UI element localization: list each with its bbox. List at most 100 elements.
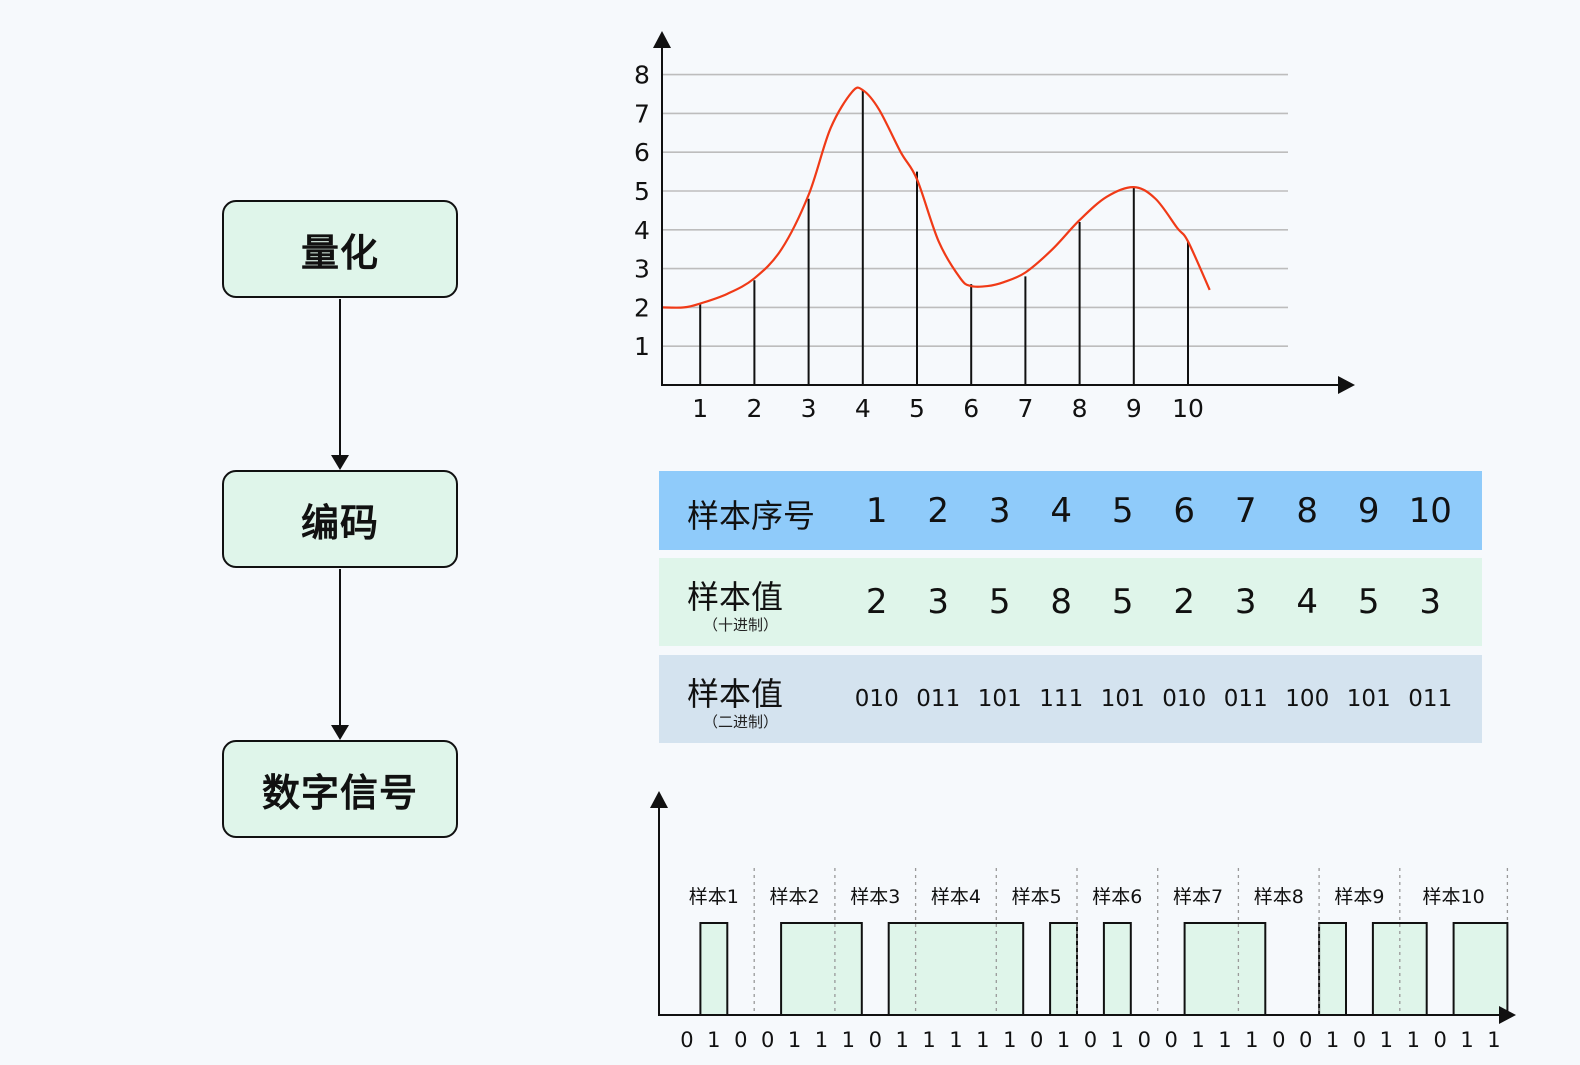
- flow-step-encode: 编码: [222, 470, 458, 568]
- sample-group-label: 样本6: [1092, 886, 1142, 908]
- flow-step-label: 量化: [300, 230, 379, 275]
- flow-arrowhead-1: [331, 455, 349, 470]
- sample-group-dividers: [753, 868, 1509, 1015]
- table-row-sample-index: 样本序号 1 2 3 4 5 6 7 8 9 10: [659, 471, 1482, 550]
- chart-x-axis-arrowhead: [1338, 376, 1355, 394]
- y-tick-label: 4: [634, 216, 650, 245]
- sample-group-label: 样本1: [689, 886, 739, 908]
- x-tick-label: 10: [1172, 394, 1204, 423]
- y-tick-label: 3: [634, 255, 650, 284]
- signal-pulse-high: [1452, 922, 1509, 1016]
- bit-label: 1: [707, 1028, 720, 1052]
- x-tick-label: 7: [1017, 394, 1033, 423]
- bit-label: 1: [1407, 1028, 1420, 1052]
- flow-step-label: 编码: [300, 500, 379, 545]
- signal-pulse-high: [887, 922, 1025, 1016]
- row-subheader: （十进制）: [703, 616, 779, 634]
- bit-label: 1: [949, 1028, 962, 1052]
- y-tick-label: 2: [634, 293, 650, 322]
- sample-group-label: 样本2: [770, 886, 820, 908]
- y-tick-label: 5: [634, 177, 650, 206]
- x-tick-label: 1: [692, 394, 708, 423]
- x-tick-label: 9: [1126, 394, 1142, 423]
- table-cell: 10: [1408, 490, 1452, 531]
- sample-group-label: 样本9: [1334, 886, 1384, 908]
- y-tick-label: 1: [634, 332, 650, 361]
- table-cell: 010: [854, 686, 899, 712]
- sample-group-label: 样本7: [1173, 886, 1223, 908]
- sample-group-labels: 样本1 样本2 样本3 样本4 样本5 样本6 样本7 样本8 样本9 样本10: [689, 886, 1485, 908]
- row-subheader: （二进制）: [703, 713, 779, 731]
- bit-label: 1: [1460, 1028, 1473, 1052]
- bit-label: 1: [1245, 1028, 1258, 1052]
- chart-y-axis-arrowhead: [653, 31, 671, 48]
- sample-group-label: 样本10: [1423, 886, 1485, 908]
- table-cell: 011: [916, 686, 961, 712]
- bit-label: 1: [1218, 1028, 1231, 1052]
- signal-pulse-high: [1102, 922, 1132, 1016]
- bit-label: 1: [895, 1028, 908, 1052]
- y-tick-label: 7: [634, 99, 650, 128]
- bit-label: 1: [1057, 1028, 1070, 1052]
- table-cell: 011: [1408, 686, 1453, 712]
- bit-label: 0: [1164, 1028, 1177, 1052]
- bit-label: 1: [1191, 1028, 1204, 1052]
- table-cell: 3: [927, 582, 950, 622]
- row-header: 样本值: [687, 675, 784, 713]
- table-cell: 8: [1050, 582, 1073, 622]
- bit-label: 1: [788, 1028, 801, 1052]
- table-cell: 3: [988, 490, 1011, 531]
- analog-signal-curve: [662, 86, 1211, 309]
- bit-label: 1: [1111, 1028, 1124, 1052]
- table-cell: 7: [1234, 490, 1257, 531]
- signal-pulse-high: [780, 922, 863, 1016]
- bit-label: 0: [761, 1028, 774, 1052]
- signal-pulse-high: [699, 922, 729, 1016]
- y-tick-label: 8: [634, 61, 650, 90]
- table-cell: 5: [1111, 490, 1134, 531]
- row-header: 样本序号: [687, 497, 816, 535]
- sample-group-label: 样本3: [850, 886, 900, 908]
- table-cell: 2: [1173, 582, 1196, 622]
- chart-sample-lines: [699, 90, 1189, 385]
- sample-group-label: 样本5: [1012, 886, 1062, 908]
- sample-group-label: 样本4: [931, 886, 981, 908]
- table-cell: 9: [1357, 490, 1380, 531]
- table-cell: 101: [1346, 686, 1391, 712]
- table-cell: 010: [1162, 686, 1207, 712]
- bit-label: 1: [1487, 1028, 1500, 1052]
- bit-label: 0: [1299, 1028, 1312, 1052]
- table-cell: 2: [865, 582, 888, 622]
- bit-label: 1: [842, 1028, 855, 1052]
- table-cell: 4: [1296, 582, 1319, 622]
- chart-gridlines: [662, 73, 1288, 348]
- table-cell: 3: [1234, 582, 1257, 622]
- table-cell: 3: [1419, 582, 1442, 622]
- x-tick-label: 4: [855, 394, 871, 423]
- bit-label: 0: [1272, 1028, 1285, 1052]
- signal-pulses: [699, 922, 1509, 1016]
- bit-label: 0: [1433, 1028, 1446, 1052]
- bit-label: 0: [1030, 1028, 1043, 1052]
- row-header: 样本值: [687, 578, 784, 616]
- bit-label: 1: [1380, 1028, 1393, 1052]
- sample-group-label: 样本8: [1254, 886, 1304, 908]
- bit-label: 0: [680, 1028, 693, 1052]
- bit-label: 1: [815, 1028, 828, 1052]
- x-tick-label: 2: [746, 394, 762, 423]
- x-tick-label: 3: [801, 394, 817, 423]
- table-cell: 011: [1223, 686, 1268, 712]
- table-cell: 111: [1039, 686, 1084, 712]
- table-cell: 8: [1296, 490, 1319, 531]
- table-cell: 100: [1285, 686, 1330, 712]
- flow-step-digital-signal: 数字信号: [222, 740, 458, 838]
- signal-pulse-high: [1049, 922, 1078, 1016]
- flow-arrowhead-2: [331, 725, 349, 740]
